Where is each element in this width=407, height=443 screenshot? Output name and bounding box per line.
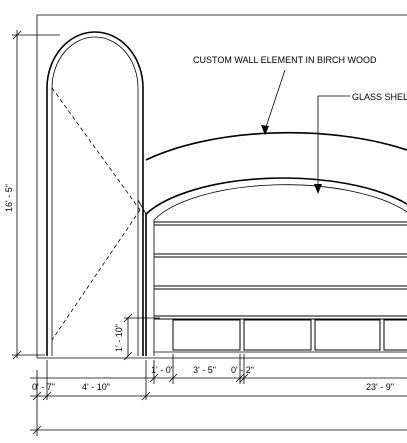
dim-ticks [32,373,249,435]
cabinet-door-4 [383,319,407,351]
tall-arch-inner [51,36,139,356]
leader-line [264,69,286,131]
inner-arch-outer [145,177,407,356]
dim-label-d3: 1' - 0" [151,365,174,375]
hidden-line [51,209,141,341]
outer-arch [145,131,407,161]
glass-shelf-note: GLASS SHEL [352,92,407,102]
inner-arch-inner [153,184,407,356]
dim-tick [12,350,22,360]
dim-label-d6: 23' - 9" [366,382,394,392]
tall-arch-outer [46,31,144,356]
leader-arrow [261,125,269,135]
dim-tick [12,30,22,40]
cabinet-door-1 [172,319,241,351]
niche-detail [137,199,147,215]
dim-label-d4: 3' - 5" [193,365,216,375]
dim-tick [123,351,133,361]
overall-height-label: 16' - 5" [4,184,14,212]
leader-arrow [314,184,322,194]
dim-label-d1: 0' - 7" [32,382,55,392]
dim-tick [123,313,133,323]
hidden-line [51,87,141,211]
small-height-label: 1' - 10" [114,324,124,352]
dim-label-d5: 0' - 2" [231,365,254,375]
cabinet-door-2 [243,319,312,351]
dim-label-d2: 4' - 10" [82,382,110,392]
cabinet-door-3 [314,319,381,351]
leader-line [317,95,350,188]
wall-element-note: CUSTOM WALL ELEMENT IN BIRCH WOOD [193,55,377,65]
